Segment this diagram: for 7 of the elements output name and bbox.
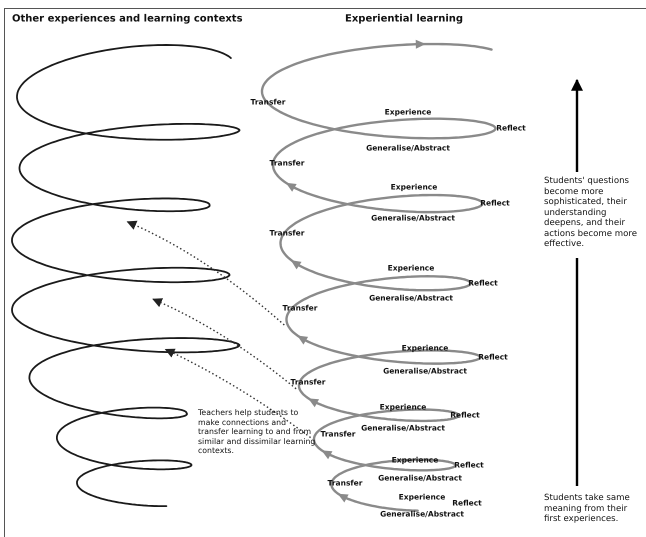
dotted-arrow <box>152 298 297 390</box>
dotted-arrow <box>164 348 312 438</box>
column-heading: Experiential learning <box>345 14 464 24</box>
column-heading: Other experiences and learning contexts <box>12 14 243 24</box>
dotted-arrow <box>126 220 285 326</box>
note-text: Students' questions become more sophisticated, their understanding deepens, and their actions become more effective. <box>544 176 638 250</box>
note-text: Students take same meaning from their first experiences. <box>544 493 631 524</box>
